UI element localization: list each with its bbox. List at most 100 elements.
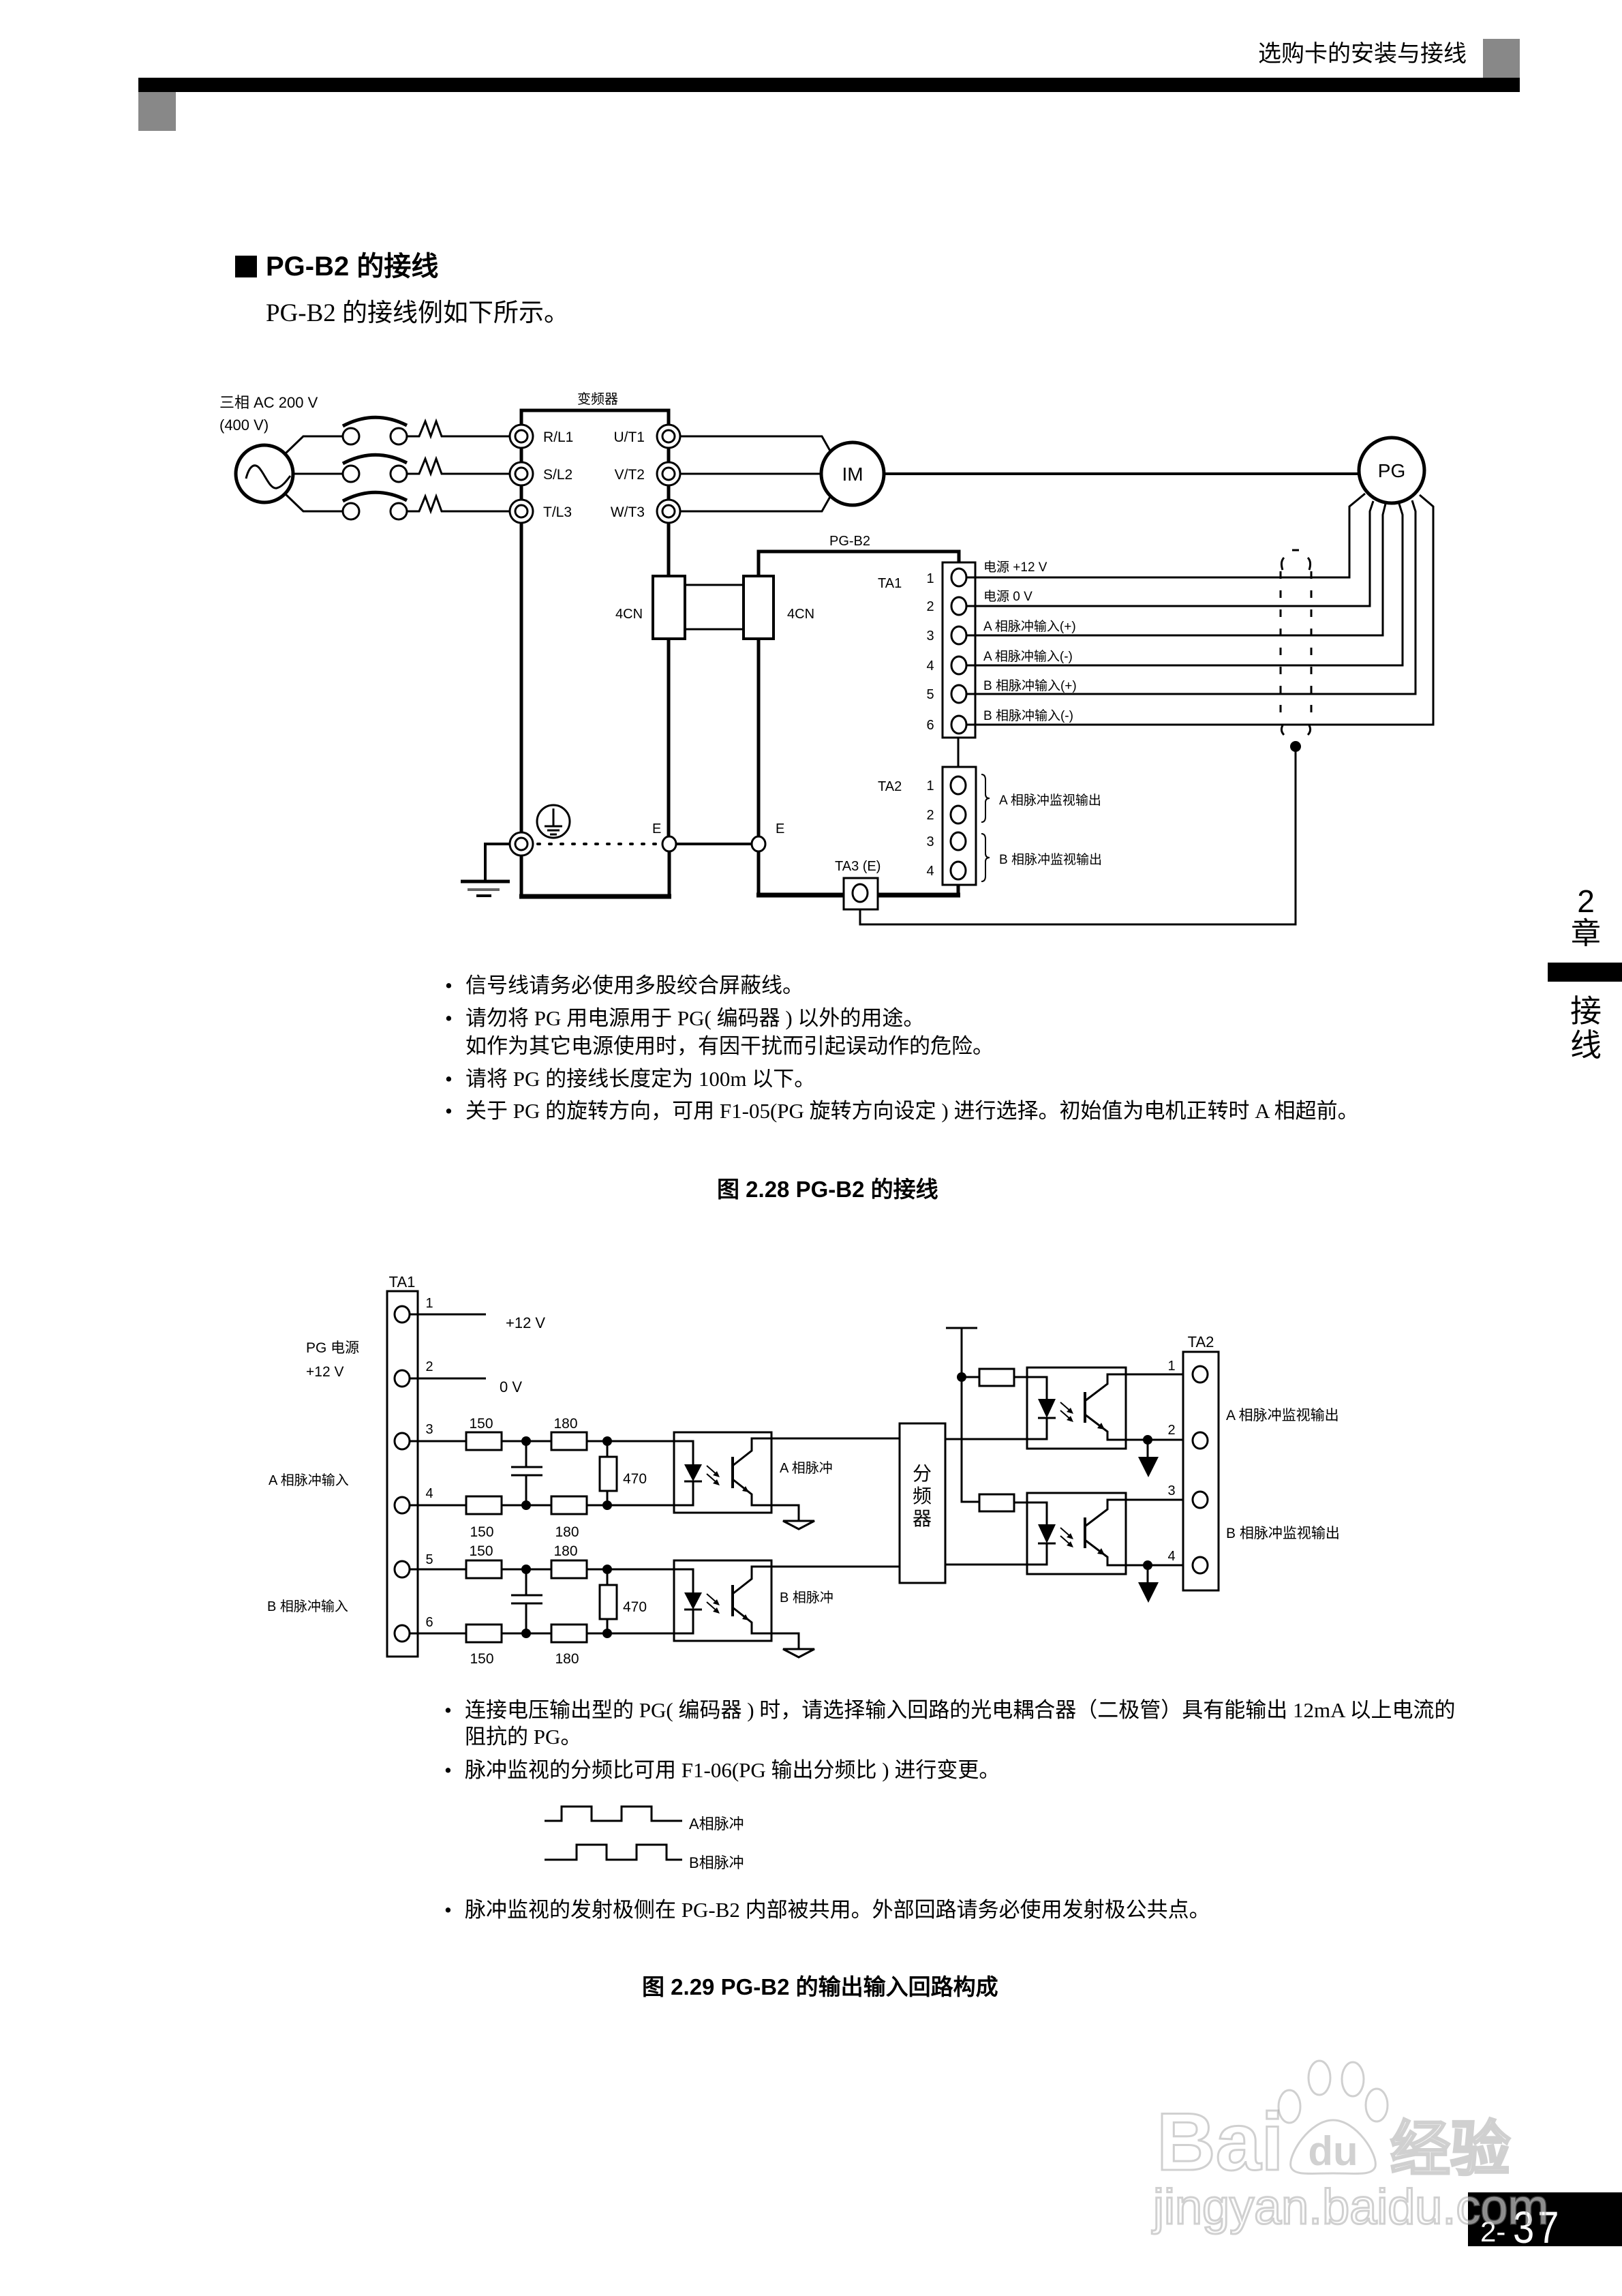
figure-2-29-caption: 图 2.29 PG-B2 的输出输入回路构成 <box>642 1974 998 1999</box>
ta1-terminal-3 <box>393 1432 411 1451</box>
induction-motor-icon: IM <box>819 440 886 507</box>
ta1-terminal-2 <box>393 1369 411 1388</box>
resistor-150 <box>465 1559 503 1580</box>
ta2-terminal-1 <box>949 775 967 796</box>
ta2-pin-number: 2 <box>1167 1423 1175 1438</box>
paw-toe <box>1307 2059 1332 2096</box>
section-heading: PG-B2 的接线 <box>266 252 439 282</box>
resistor-value-label: 150 <box>470 1651 493 1667</box>
monitor-supply-rail <box>946 1327 979 1503</box>
resistor-value-label: 180 <box>553 1543 577 1559</box>
light-arrowheads <box>1067 1533 1073 1547</box>
resistor-value-label: 150 <box>470 1524 493 1540</box>
power-wire-t <box>284 492 343 513</box>
monitor-output-circuit-b <box>945 1492 1193 1603</box>
ta1-pin-number: 2 <box>425 1359 433 1374</box>
bullet-icon: • <box>445 973 453 997</box>
chapter-title-char: 线 <box>1570 1027 1602 1063</box>
transistor-collector-wire <box>732 1437 900 1467</box>
terminal-inner-ring <box>514 466 529 481</box>
ta1-pin-number: 1 <box>926 571 934 586</box>
chapter-tab-bar <box>1548 963 1622 982</box>
terminal-label-w-t3: W/T3 <box>611 504 645 520</box>
circuit-breaker-t <box>341 490 408 521</box>
note-text: 脉冲监视的分频比可用 F1-06(PG 输出分频比 ) 进行变更。 <box>465 1758 1000 1782</box>
input-circuit-a: 150 180 150 180 470 A 相脉冲 <box>410 1416 900 1540</box>
monitor-output-circuit-a <box>945 1366 1193 1477</box>
emitter-arrow-icon <box>1097 1423 1105 1430</box>
resistor-470 <box>598 1455 618 1492</box>
junction-dot <box>521 1436 531 1446</box>
ta2-pin-number: 1 <box>926 779 934 794</box>
ta2-terminal-1 <box>1191 1365 1209 1384</box>
page-number-prefix: 2- <box>1480 2216 1506 2248</box>
terminal-u-t1 <box>656 423 682 449</box>
note-text: 关于 PG 的旋转方向，可用 F1-05(PG 旋转方向设定 ) 进行选择。初始… <box>465 1099 1359 1123</box>
ta2-pin-number: 1 <box>1167 1359 1175 1374</box>
encoder-wire-4 <box>966 503 1404 667</box>
breaker-arc-icon <box>341 453 408 466</box>
ta1-pin-number: 6 <box>425 1615 433 1630</box>
ta1-pin-number: 6 <box>926 718 934 733</box>
encoder-wire-5 <box>966 500 1417 695</box>
chapter-char: 章 <box>1571 917 1601 950</box>
resistor-150 <box>465 1495 503 1515</box>
header-rule <box>138 78 1520 92</box>
terminal-v-t2 <box>656 461 682 487</box>
resistor-180 <box>550 1559 588 1580</box>
motor-wire-u <box>680 435 832 453</box>
ta2-terminal-4 <box>949 860 967 881</box>
ta2-group-label: A 相脉冲监视输出 <box>999 793 1101 808</box>
resistor-value-label: 470 <box>623 1471 647 1487</box>
ground-triangle-icon <box>782 1520 815 1530</box>
transistor-collector-wire <box>1084 1498 1193 1528</box>
divider-label-char: 分 <box>913 1463 932 1484</box>
junction-dot <box>602 1436 612 1446</box>
junction-dot <box>521 1565 531 1574</box>
ta2-pin-number: 4 <box>1167 1549 1175 1564</box>
resistor-150 <box>465 1431 503 1451</box>
terminal-label-s-l2: S/L2 <box>543 467 572 483</box>
ta1-terminal-2 <box>950 596 968 616</box>
divider-label-char: 器 <box>913 1508 932 1529</box>
bullet-icon: • <box>444 1698 452 1722</box>
breaker-arc-icon <box>341 415 408 428</box>
led-triangle-icon <box>1038 1524 1056 1543</box>
waveform-label-b: B相脉冲 <box>689 1854 744 1871</box>
terminal-t-l3 <box>508 498 534 524</box>
page-number-box: 2- 37 <box>1468 2192 1622 2250</box>
waveform-b-trace <box>545 1843 682 1861</box>
junction-dot <box>602 1500 612 1510</box>
ta1-pin-number: 3 <box>926 629 934 644</box>
capacitor-icon <box>511 1441 542 1505</box>
figure-2-28-caption: 图 2.28 PG-B2 的接线 <box>717 1177 938 1202</box>
ta1-label: TA1 <box>389 1273 416 1290</box>
emitter-arrow-icon <box>742 1614 749 1620</box>
terminal-r-l1 <box>508 423 534 449</box>
breaker-contact-icon <box>389 502 408 521</box>
ta1-terminal-3 <box>950 625 968 646</box>
note-text: 请将 PG 的接线长度定为 100m 以下。 <box>465 1067 816 1091</box>
resistor-value-label: 180 <box>555 1651 579 1667</box>
shield-drain-wire <box>859 746 1297 926</box>
inverter-label: 变频器 <box>577 391 618 407</box>
pg-supply-voltage: +12 V <box>306 1364 343 1380</box>
opto-output-label: B 相脉冲 <box>780 1590 833 1605</box>
ta2-pin-number: 2 <box>926 808 934 823</box>
supply-line-label: 0 V <box>500 1378 522 1395</box>
terminal-w-t3 <box>656 498 682 524</box>
figure-2-28-wiring-diagram: 三相 AC 200 V (400 V) 变频器 <box>219 391 1435 926</box>
paw-palm <box>1289 2119 1377 2175</box>
input-group-label-b: B 相脉冲输入 <box>267 1599 348 1614</box>
transistor-collector-wire <box>732 1565 900 1595</box>
ta1-terminal-4 <box>393 1496 411 1515</box>
circuit-breaker-s <box>341 453 408 483</box>
light-arrowheads <box>713 1471 720 1485</box>
encoder-label: PG <box>1378 460 1405 481</box>
ta1-pin-number: 5 <box>926 687 934 702</box>
breaker-contact-icon <box>341 464 361 483</box>
optocoupler-icon <box>673 1559 900 1649</box>
card-e-node <box>750 835 767 853</box>
header-gray-block-left <box>138 92 176 131</box>
protective-earth-icon <box>536 804 571 839</box>
